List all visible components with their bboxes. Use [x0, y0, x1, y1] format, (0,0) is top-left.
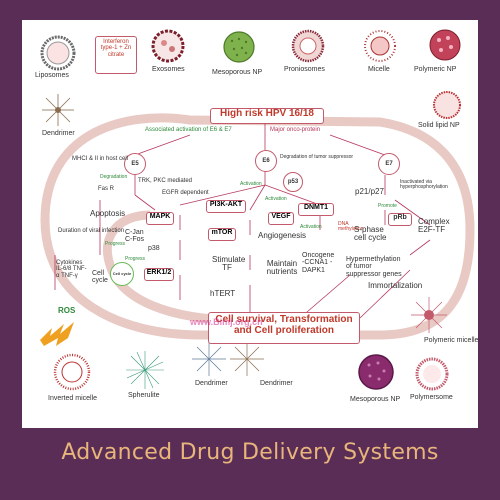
spherulite-icon [126, 351, 164, 389]
inact-label: Inactivated via hyperphosphorylation [400, 179, 448, 191]
outcome-box: Cell survival, Transformation and Cell p… [208, 312, 360, 344]
solid-lipid-np-icon [433, 91, 461, 119]
mhc-label: MHCI & II in host cell [72, 156, 129, 162]
cellcycle-label: Cell cycle [92, 270, 108, 285]
vegf-box: VEGF [268, 212, 294, 225]
inverted-micelle-label: Inverted micelle [48, 395, 98, 402]
e6-node: E6 [255, 150, 277, 172]
polymeric-np-label: Polymeric NP [414, 66, 457, 73]
immortalization-label: Immortalization [368, 281, 423, 290]
polymeric-np-icon [429, 29, 461, 61]
trk-label: TRK, PKC mediated [138, 178, 193, 184]
degradation-e5-label: Degradation [100, 174, 128, 180]
p21-label: p21/p27 [355, 187, 384, 196]
polymeric-micelle-label: Polymeric micelle [424, 337, 479, 344]
htert-label: hTERT [210, 289, 236, 298]
fasr-label: Fas R [98, 186, 115, 192]
cjun-label: C-Jan C-Fos [125, 229, 145, 244]
p38-label: p38 [148, 245, 160, 252]
stimulate-label: Stimulate TF [212, 255, 246, 273]
prb-node: pRb [388, 213, 412, 226]
dendrimer-bottom-a-label: Dendrimer [195, 380, 228, 387]
pi3k-box: PI3K-AKT [206, 200, 246, 213]
mtor-box: mTOR [208, 228, 236, 241]
p53-node: p53 [283, 172, 303, 192]
polymeric-micelle-icon [411, 297, 447, 333]
sphase-label: S-phase cell cycle [354, 225, 387, 243]
dendrimer-bottom-b-label: Dendrimer [260, 380, 293, 387]
egfr-label: EGFR dependent [162, 190, 209, 196]
dendrimer-icon [42, 94, 74, 126]
associated-activation-label: Associated activation of E6 & E7 [145, 127, 232, 133]
inverted-micelle-icon [53, 353, 91, 391]
footer-title: Advanced Drug Delivery Systems [61, 440, 439, 465]
mesoporous-np-bottom-label: Mesoporous NP [350, 396, 401, 403]
exosome-icon [151, 29, 185, 63]
major-onco-label: Major onco-protein [270, 127, 321, 133]
progress2-label: Progress [125, 256, 146, 262]
micelle-label: Micelle [368, 66, 390, 73]
mesoporous-np-bottom-icon [358, 354, 394, 390]
interferon-box: Interferon type-1 + Zn citrate [95, 36, 137, 74]
erk-box: ERK1/2 [144, 268, 174, 281]
outer-ring [40, 113, 475, 340]
high-risk-box: High risk HPV 16/18 [210, 108, 324, 124]
liposomes-label: Liposomes [35, 72, 69, 79]
polymersome-label: Polymersome [410, 394, 453, 401]
proniosomes-label: Proniosomes [284, 66, 325, 73]
mesoporous-np-icon [223, 31, 255, 63]
liposome-icon [40, 35, 76, 71]
activation3-label: Activation [300, 224, 322, 230]
ros-label: ROS [58, 306, 76, 315]
proniosome-icon [291, 29, 325, 63]
dendrimer-left-label: Dendrimer [42, 130, 75, 137]
dendrimer-bottom-a-icon [192, 342, 226, 376]
dna-meth-label: DNA methylation [338, 221, 364, 233]
solid-lipid-np-label: Solid lipid NP [418, 122, 460, 129]
watermark: www.Bimj.org.cn [190, 317, 263, 327]
dnmt1-box: DNMT1 [298, 203, 334, 216]
activation2-label: Activation [265, 196, 287, 202]
ros-lightning-icon [40, 322, 74, 346]
duration-label: Duration of viral infection [58, 228, 125, 234]
cytokines-label: Cytokines IL-6/8 TNF-α TNF-γ [56, 260, 87, 279]
polymersome-icon [415, 357, 449, 391]
e5-node: E5 [124, 153, 146, 175]
deg-tumor-label: Degradation of tumor suppressor [280, 154, 354, 160]
complex-label: Complex E2F-TF [418, 217, 450, 235]
dendrimer-bottom-b-icon [230, 342, 264, 376]
mapk-box: MAPK [146, 212, 174, 225]
exosomes-label: Exosomes [152, 66, 185, 73]
spherulite-label: Spherulite [128, 392, 160, 399]
angiogenesis-label: Angiogenesis [258, 231, 307, 240]
promote-label: Promote [378, 203, 397, 209]
hyper-label: Hypermethylation of tumor suppressor gen… [346, 256, 402, 278]
oncogene-label: Oncogene -CCNA1 -DAPK1 [302, 252, 335, 274]
e7-node: E7 [378, 153, 400, 175]
maintain-label: Maintain nutrients [266, 259, 298, 277]
activation1-label: Activation [240, 181, 262, 187]
mesoporous-np-top-label: Mesoporous NP [212, 69, 263, 76]
progress1-label: Progress [105, 241, 126, 247]
cell-cycle-wheel: Cell cycle [110, 262, 134, 286]
apoptosis-label: Apoptosis [90, 209, 126, 218]
micelle-icon [364, 30, 396, 62]
